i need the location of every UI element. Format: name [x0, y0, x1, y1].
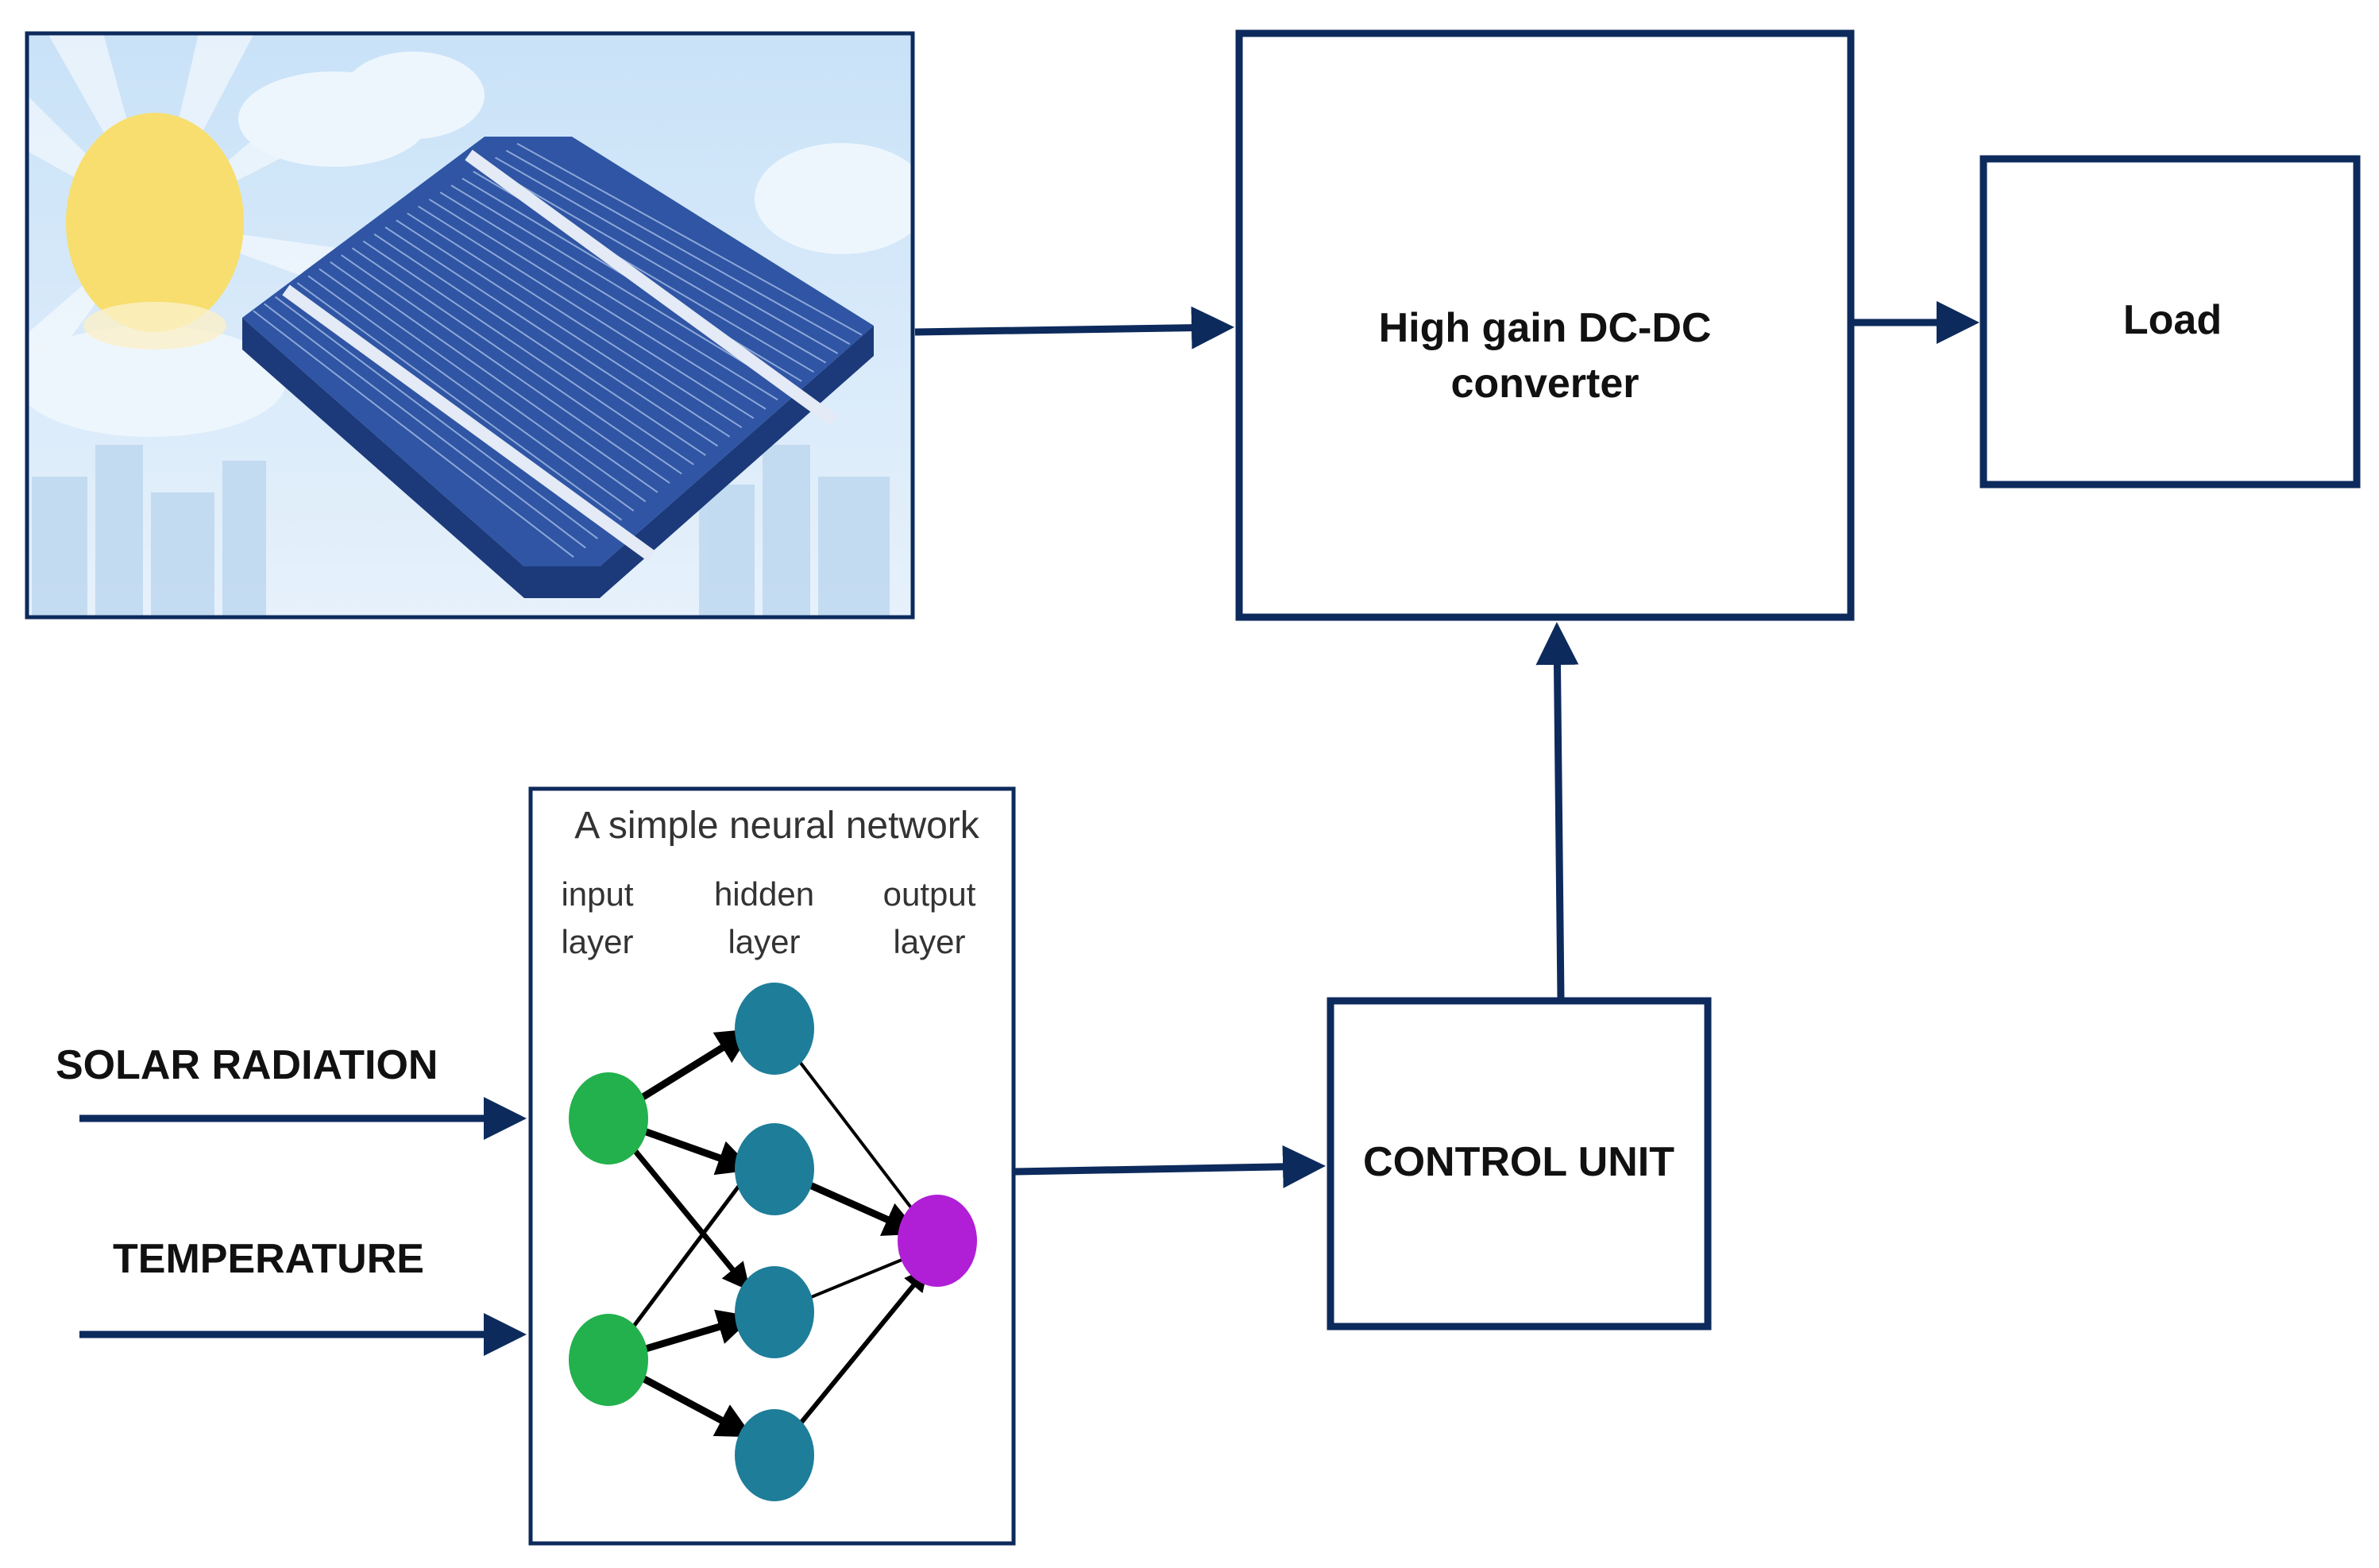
cloud-shapes	[27, 52, 913, 437]
city-skyline	[32, 445, 890, 617]
load-label: Load	[2123, 297, 2222, 343]
nn-input-layer-label-2: layer	[561, 923, 633, 960]
nn-input-node	[569, 1072, 648, 1164]
panel-to-converter-arrow	[914, 306, 1234, 350]
control-to-converter-arrow	[1535, 622, 1579, 1000]
neural-network-box: A simple neural network input layer hidd…	[528, 786, 1016, 1546]
temperature-label: TEMPERATURE	[113, 1236, 424, 1282]
nn-hidden-layer-label: hidden	[714, 875, 814, 913]
nn-to-control-arrow	[1014, 1145, 1326, 1188]
nn-input-node	[569, 1314, 648, 1406]
sun-icon	[66, 113, 244, 332]
dc-dc-converter-block: High gain DC-DC converter	[1235, 29, 1855, 621]
nn-output-layer-label-2: layer	[893, 923, 965, 960]
converter-label-line1: High gain DC-DC	[1379, 305, 1712, 351]
nn-hidden-node	[735, 1266, 814, 1358]
converter-label-line2: converter	[1451, 361, 1639, 407]
control-unit-label: CONTROL UNIT	[1363, 1139, 1674, 1185]
load-block: Load	[1979, 155, 2361, 489]
flow-arrows	[79, 301, 1979, 1356]
control-unit-block: CONTROL UNIT	[1327, 997, 1712, 1330]
nn-output-layer-label: output	[883, 875, 976, 913]
nn-hidden-node	[735, 1409, 814, 1501]
nn-hidden-node	[735, 1123, 814, 1215]
nn-hidden-layer-label-2: layer	[728, 923, 800, 960]
solar-radiation-label: SOLAR RADIATION	[56, 1042, 438, 1088]
solar-cell-icon	[242, 137, 874, 598]
cell-grid-lines	[253, 142, 863, 558]
nn-hidden-node	[735, 983, 814, 1075]
nn-title: A simple neural network	[574, 805, 980, 847]
solar-panel-picture	[25, 31, 915, 620]
nn-output-node	[898, 1195, 977, 1287]
nn-input-layer-label: input	[561, 875, 633, 913]
